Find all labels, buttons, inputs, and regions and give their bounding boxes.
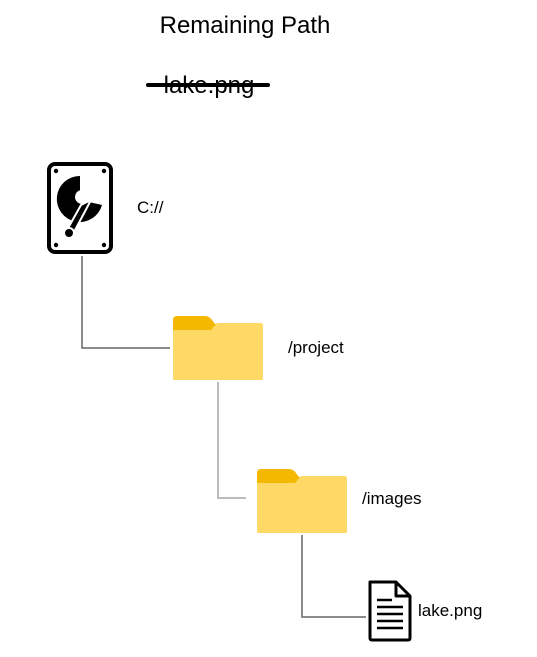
- drive-label: C://: [137, 198, 164, 217]
- hard-drive-icon: [47, 162, 113, 254]
- strikethrough-line: [146, 83, 270, 87]
- folder-icon-images[interactable]: [255, 467, 349, 535]
- diagram-title: Remaining Path: [159, 12, 331, 39]
- connector-project-to-images: [217, 382, 246, 499]
- folder-icon-project[interactable]: [171, 314, 265, 382]
- connector-drive-to-project: [81, 256, 170, 349]
- folder-label-project: /project: [288, 338, 344, 357]
- connector-images-to-file: [301, 535, 366, 618]
- folder-label-images: /images: [362, 489, 422, 508]
- file-label: lake.png: [418, 601, 483, 620]
- document-icon[interactable]: [366, 580, 414, 642]
